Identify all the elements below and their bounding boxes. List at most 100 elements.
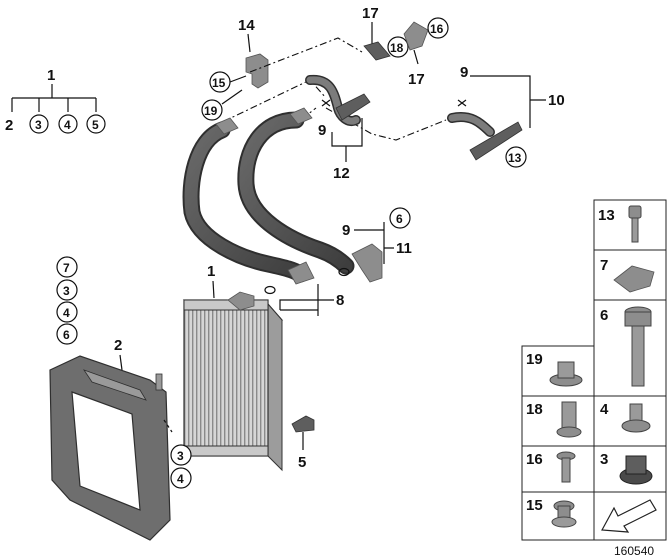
circle-3-tree (29, 114, 49, 134)
upper-pipe-callouts: 9 12 9 10 13 (318, 64, 565, 182)
bolt-15-icon (551, 500, 577, 528)
label-3-frame: 3 (177, 449, 184, 463)
frame-opening (71, 391, 141, 511)
label-6-c: 6 (396, 212, 403, 226)
label-17-a: 17 (362, 5, 379, 22)
pipe-10-flange-icon (469, 121, 523, 161)
direction-arrow-icon (601, 499, 657, 533)
label-1-tree: 1 (47, 67, 55, 84)
nut-4-icon (621, 403, 651, 433)
label-4-list: 4 (63, 306, 70, 320)
bolt-16-icon (556, 451, 576, 483)
frame-dashline (163, 419, 173, 433)
circle-3-list (56, 279, 78, 301)
dashline-clip-path (249, 37, 363, 73)
cooler-top-tank (183, 299, 269, 311)
frame-pin-icon (155, 373, 163, 391)
bracket-14-icon (245, 53, 269, 89)
panel-15-label: 15 (526, 497, 543, 514)
fitting-right-top-icon (289, 107, 313, 125)
circle-4-list (56, 301, 78, 323)
circle-13 (505, 146, 527, 168)
frame-top-flange (82, 369, 147, 401)
clip-17-icon (363, 41, 391, 61)
hose-right (239, 113, 353, 273)
leader-11 (354, 222, 394, 264)
circle-5-tree (86, 114, 106, 134)
label-6-list: 6 (63, 328, 70, 342)
circle-6-c (389, 207, 411, 229)
circle-7-list (56, 256, 78, 278)
circle-18 (387, 36, 409, 58)
leader-1-cooler (212, 280, 215, 299)
label-15: 15 (212, 76, 226, 90)
cooler-side (267, 302, 283, 472)
sleeve-18-icon (556, 401, 582, 438)
tree-lines (11, 84, 97, 112)
cooler-port-icon (227, 291, 255, 311)
circle-19-top (201, 99, 223, 121)
leader-14 (247, 33, 251, 53)
label-19-top: 19 (204, 104, 218, 118)
label-2-frame: 2 (114, 337, 122, 354)
oil-hoses (182, 74, 523, 285)
cooler-frame: 2 3 4 (49, 337, 192, 541)
pipe-12-flange-icon (335, 93, 371, 121)
panel-6-label: 6 (600, 307, 608, 324)
fitting-left-top-icon (215, 117, 239, 135)
label-8: 8 (336, 292, 344, 309)
label-9-b: 9 (460, 64, 468, 81)
label-2-tree: 2 (5, 117, 13, 134)
label-5-bracket: 5 (298, 454, 306, 471)
label-18: 18 (390, 41, 404, 55)
bolt-6-icon (624, 306, 652, 387)
cooler-core (183, 299, 269, 457)
circle-4-frame (170, 467, 192, 489)
label-17-b: 17 (408, 71, 425, 88)
label-7-list: 7 (63, 261, 70, 275)
hose-left (184, 123, 307, 281)
nut-19-icon (549, 361, 583, 387)
fitting-lower-right-icon (351, 243, 383, 283)
panel-7-label: 7 (600, 257, 608, 274)
leader-8 (279, 284, 334, 316)
label-9-a: 9 (318, 122, 326, 139)
component-tree: 1 2 3 4 5 (5, 67, 106, 134)
fitting-lower-left-icon (287, 261, 315, 285)
label-3-tree: 3 (35, 118, 42, 132)
washer-9-d-icon (264, 285, 276, 295)
leader-2-frame (119, 354, 123, 371)
panel-18 (521, 395, 595, 447)
clip-16-icon (403, 21, 429, 51)
label-14: 14 (238, 17, 255, 34)
bolt-13-icon (628, 205, 642, 243)
circle-6-list (56, 323, 78, 345)
image-reference-number: 160540 (614, 544, 654, 558)
pipe-10 (448, 113, 494, 136)
top-clip-cluster: 14 15 19 17 18 16 17 (201, 5, 449, 121)
panel-16-label: 16 (526, 451, 543, 468)
oil-cooler (182, 291, 284, 472)
label-12: 12 (333, 165, 350, 182)
clip-nut-7-icon (613, 265, 655, 293)
washer-9-b-icon (457, 99, 467, 107)
frame-kit-list: 7 3 4 6 (56, 256, 78, 345)
label-13: 13 (508, 151, 522, 165)
label-11: 11 (396, 240, 412, 257)
panel-18-label: 18 (526, 401, 543, 418)
label-5-tree: 5 (92, 118, 99, 132)
label-1-cooler: 1 (207, 263, 215, 280)
panel-4-label: 4 (600, 401, 609, 418)
label-9-c: 9 (342, 222, 350, 239)
circle-16 (427, 17, 449, 39)
leader-15 (229, 75, 247, 83)
label-3-list: 3 (63, 284, 70, 298)
cooler-bottom-tank (183, 445, 269, 457)
washer-9-a-icon (321, 99, 331, 107)
leader-17-b (413, 49, 419, 65)
circle-4-tree (58, 114, 78, 134)
leader-10 (470, 75, 546, 128)
washer-9-c-icon (338, 267, 350, 277)
leader-12 (331, 118, 363, 162)
label-4-frame: 4 (177, 472, 184, 486)
